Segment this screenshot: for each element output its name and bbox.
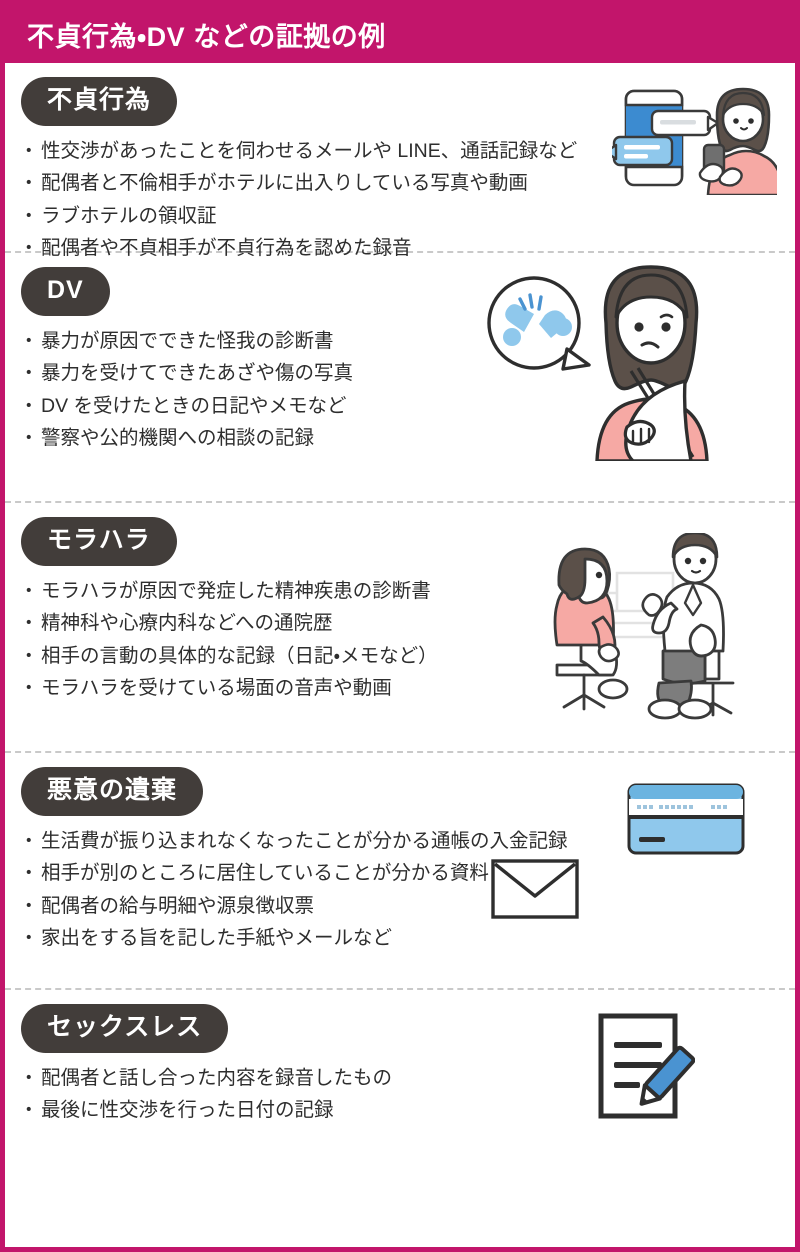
- list-item: 最後に性交渉を行った日付の記録: [19, 1101, 779, 1121]
- evidence-list-malicious-abandonment: 生活費が振り込まれなくなったことが分かる通帳の入金記録 相手が別のところに居住し…: [19, 831, 779, 949]
- list-item: 配偶者と話し合った内容を録音したもの: [19, 1068, 779, 1089]
- list-item: 相手の言動の具体的な記録（日記・メモなど）: [19, 646, 779, 667]
- section-tag-affair: 不貞行為: [21, 77, 178, 126]
- section-dv: DV 暴力が原因でできた怪我の診断書 暴力を受けてできたあざや傷の写真 DV を…: [5, 251, 795, 501]
- evidence-list-dv: 暴力が原因でできた怪我の診断書 暴力を受けてできたあざや傷の写真 DV を受けた…: [19, 331, 779, 449]
- list-item: 生活費が振り込まれなくなったことが分かる通帳の入金記録: [19, 831, 779, 852]
- chat-bubble-outgoing-icon: [650, 109, 720, 137]
- list-item: モラハラが原因で発症した精神疾患の診断書: [19, 581, 779, 602]
- list-item: 配偶者や不貞相手が不貞行為を認めた録音: [19, 239, 779, 259]
- list-item: モラハラを受けている場面の音声や動画: [19, 679, 779, 699]
- list-item: 配偶者と不倫相手がホテルに出入りしている写真や動画: [19, 174, 779, 194]
- list-item: 性交渉があったことを伺わせるメールや LINE、通話記録など: [19, 141, 779, 162]
- section-malicious-abandonment: 悪意の遺棄 生活費が振り込まれなくなったことが分かる通帳の入金記録 相手が別のと…: [5, 751, 795, 988]
- list-item: 精神科や心療内科などへの通院歴: [19, 614, 779, 634]
- evidence-list-sexless: 配偶者と話し合った内容を録音したもの 最後に性交渉を行った日付の記録: [19, 1068, 779, 1121]
- section-tag-moral-harassment: モラハラ: [21, 517, 177, 566]
- list-item: DV を受けたときの日記やメモなど: [19, 396, 779, 417]
- body-area: 不貞行為 性交渉があったことを伺わせるメールや LINE、通話記録など 配偶者と…: [5, 63, 795, 1158]
- section-sexless: セックスレス 配偶者と話し合った内容を録音したもの 最後に性交渉を行った日付の記…: [5, 988, 795, 1158]
- list-item: 配偶者の給与明細や源泉徴収票: [19, 896, 779, 917]
- section-tag-dv: DV: [21, 267, 110, 316]
- list-item: ラブホテルの領収証: [19, 206, 779, 227]
- list-item: 暴力を受けてできたあざや傷の写真: [19, 364, 779, 384]
- section-moral-harassment: モラハラ モラハラが原因で発症した精神疾患の診断書 精神科や心療内科などへの通院…: [5, 501, 795, 751]
- evidence-list-moral-harassment: モラハラが原因で発症した精神疾患の診断書 精神科や心療内科などへの通院歴 相手の…: [19, 581, 779, 699]
- list-item: 警察や公的機関への相談の記録: [19, 429, 779, 449]
- list-item: 家出をする旨を記した手紙やメールなど: [19, 929, 779, 949]
- list-item: 暴力が原因でできた怪我の診断書: [19, 331, 779, 352]
- header-bar: 不貞行為・DV などの証拠の例: [5, 5, 795, 63]
- list-item: 相手が別のところに居住していることが分かる資料: [19, 864, 779, 884]
- page-title: 不貞行為・DV などの証拠の例: [27, 21, 386, 52]
- section-tag-malicious-abandonment: 悪意の遺棄: [21, 767, 204, 816]
- section-tag-sexless: セックスレス: [21, 1004, 229, 1053]
- section-affair: 不貞行為 性交渉があったことを伺わせるメールや LINE、通話記録など 配偶者と…: [5, 63, 795, 258]
- evidence-list-affair: 性交渉があったことを伺わせるメールや LINE、通話記録など 配偶者と不倫相手が…: [19, 141, 779, 259]
